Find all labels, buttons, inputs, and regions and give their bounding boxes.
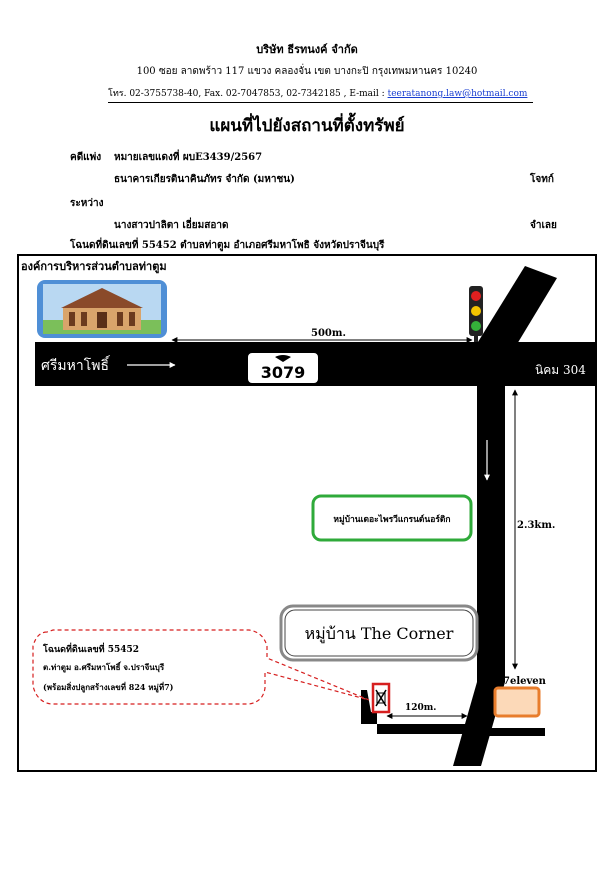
northeast-road	[473, 266, 557, 364]
defendant-role: จำเลย	[530, 220, 557, 231]
property-callout	[32, 629, 370, 705]
route-sign-icon	[246, 351, 320, 385]
distance-2-3km-label: 2.3km.	[517, 520, 555, 531]
property-note-line3: (พร้อมสิ่งปลูกสร้างเลขที่ 824 หมู่ที่7)	[43, 681, 174, 693]
office-label: องค์การบริหารส่วนตำบลท่าตูม	[21, 260, 167, 274]
case-number: หมายเลขแดงที่ ผบE3439/2567	[114, 152, 263, 163]
company-address: 100 ซอย ลาดพร้าว 117 แขวง คลองจั่น เขต บ…	[136, 66, 478, 77]
case-label: คดีแพ่ง	[70, 152, 102, 163]
contact-text: โทร. 02-3755738-40, Fax. 02-7047853, 02-…	[108, 89, 385, 99]
map: องค์การบริหารส่วนตำบลท่าตูม 500m. ศรีมหา…	[21, 260, 597, 766]
document-title: แผนที่ไปยังสถานที่ตั้งทรัพย์	[209, 116, 405, 136]
map-frame	[17, 254, 597, 772]
property-marker-icon	[371, 682, 391, 714]
green-village-label: หมู่บ้านเดอะไพรวีแกรนด์นอร์ดิก	[333, 514, 450, 525]
side-road-east	[485, 728, 545, 736]
road-right-label: นิคม 304	[535, 363, 586, 377]
side-road	[377, 724, 470, 734]
traffic-light-icon	[469, 286, 483, 342]
south-road	[477, 362, 505, 682]
property-note-line2: ต.ท่าตูม อ.ศรีมหาโพธิ์ จ.ปราจีนบุรี	[43, 661, 165, 673]
company-name: บริษัท ธีรทนงค์ จำกัด	[256, 43, 358, 56]
road-left-label: ศรีมหาโพธิ์	[41, 355, 111, 374]
distance-500-label: 500m.	[311, 328, 346, 339]
company-contact: โทร. 02-3755738-40, Fax. 02-7047853, 02-…	[108, 86, 533, 103]
office-building-image	[37, 280, 167, 338]
distance-120-label: 120m.	[405, 703, 436, 713]
green-village-box	[311, 494, 473, 542]
email-link[interactable]: teeratanong.law@hotmail.com	[387, 89, 528, 99]
road-number: 3079	[261, 363, 306, 382]
the-corner-box	[279, 604, 479, 662]
seven-eleven-box	[493, 686, 541, 718]
seven-eleven-label: 7eleven	[503, 676, 547, 687]
plaintiff-role: โจทก์	[530, 174, 554, 185]
deed-line: โฉนดที่ดินเลขที่ 55452 ตำบลท่าตูม อำเภอศ…	[70, 240, 385, 251]
defendant-name: นางสาวปาลิตา เอี่ยมสอาด	[114, 220, 229, 231]
south-road-lower	[453, 682, 505, 766]
the-corner-label: หมู่บ้าน The Corner	[305, 624, 454, 644]
between-label: ระหว่าง	[70, 198, 104, 209]
plaintiff-name: ธนาคารเกียรตินาคินภัทร จำกัด (มหาชน)	[114, 174, 295, 185]
property-note-line1: โฉนดที่ดินเลขที่ 55452	[42, 642, 139, 655]
